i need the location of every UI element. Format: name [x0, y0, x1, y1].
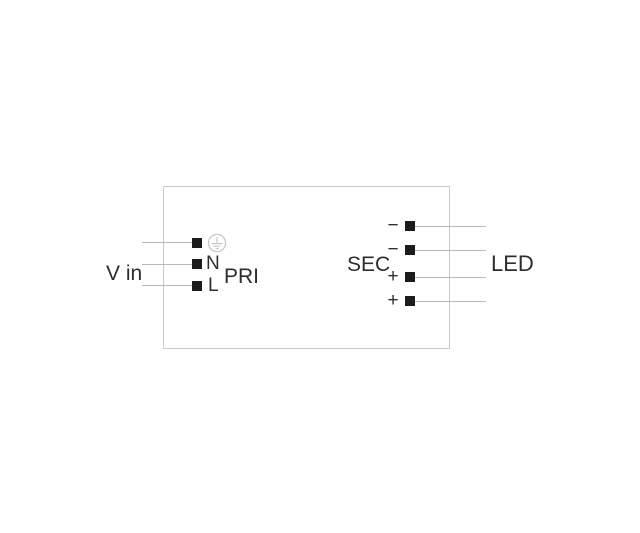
input-voltage-label: V in — [106, 262, 143, 285]
terminal-line — [192, 281, 202, 291]
polarity-plus-2: + — [387, 290, 399, 311]
terminal-label-line: L — [208, 275, 219, 296]
wire-output-plus-1 — [415, 277, 486, 278]
output-load-label: LED — [491, 251, 534, 276]
wire-output-minus-2 — [415, 250, 486, 251]
terminal-out-minus-1 — [405, 221, 415, 231]
wire-input-neutral — [142, 264, 193, 265]
polarity-minus-2: − — [387, 239, 399, 260]
wire-output-plus-2 — [415, 301, 486, 302]
wire-input-line — [142, 285, 193, 286]
driver-outline — [163, 186, 450, 349]
terminal-out-plus-1 — [405, 272, 415, 282]
terminal-out-plus-2 — [405, 296, 415, 306]
terminal-neutral — [192, 259, 202, 269]
primary-section-label: PRI — [224, 265, 260, 288]
protective-earth-icon — [207, 233, 227, 253]
terminal-out-minus-2 — [405, 245, 415, 255]
polarity-plus-1: + — [387, 266, 399, 287]
polarity-minus-1: − — [387, 215, 399, 236]
wire-output-minus-1 — [415, 226, 486, 227]
terminal-label-neutral: N — [206, 253, 220, 274]
secondary-section-label: SEC — [347, 253, 391, 276]
terminal-pe — [192, 238, 202, 248]
wire-input-pe — [142, 242, 193, 243]
